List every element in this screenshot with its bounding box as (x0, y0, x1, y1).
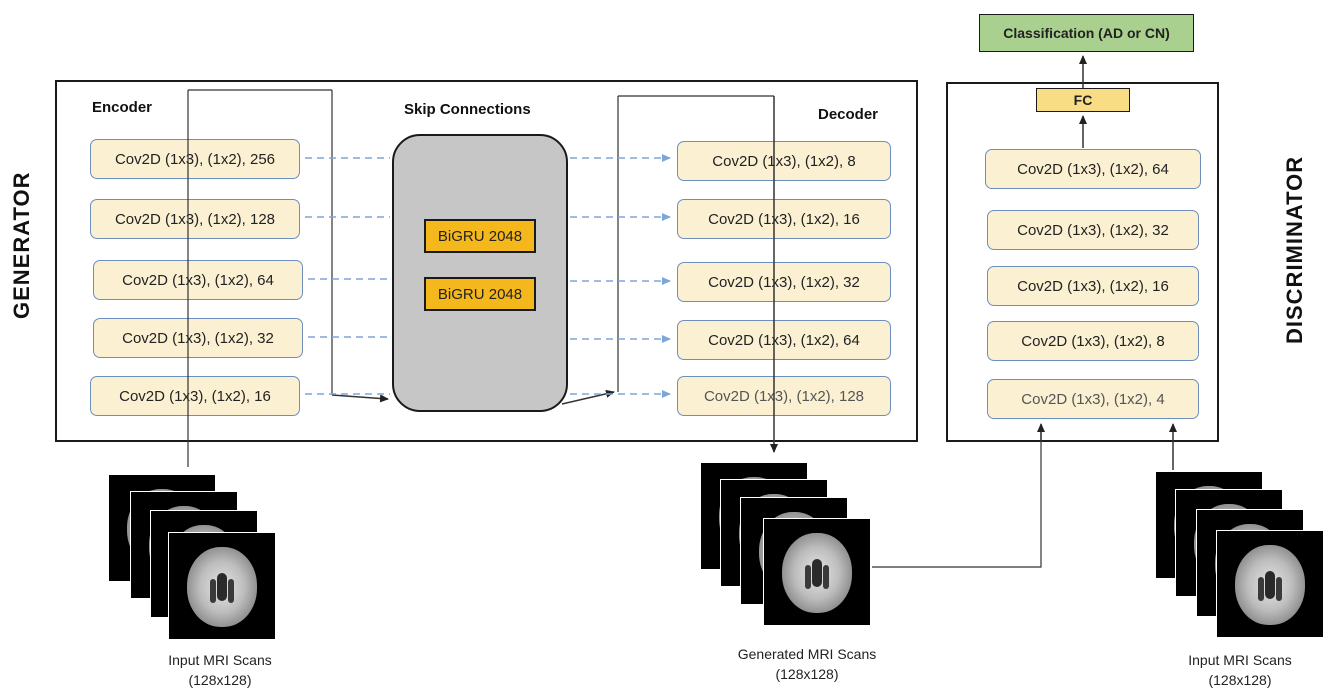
skip-connections-panel (392, 134, 568, 412)
encoder-layer-128: Cov2D (1x3), (1x2), 128 (90, 199, 300, 239)
fc-layer: FC (1036, 88, 1130, 112)
discriminator-layer-32: Cov2D (1x3), (1x2), 32 (987, 210, 1199, 250)
discriminator-layer-16: Cov2D (1x3), (1x2), 16 (987, 266, 1199, 306)
caption-line: Generated MRI Scans (737, 646, 877, 662)
decoder-title: Decoder (818, 106, 879, 123)
encoder-layer-64: Cov2D (1x3), (1x2), 64 (93, 260, 303, 300)
discriminator-layer-4: Cov2D (1x3), (1x2), 4 (987, 379, 1199, 419)
bigru-block-1: BiGRU 2048 (424, 219, 536, 253)
generated-mri-caption: Generated MRI Scans (128x128) (712, 644, 902, 684)
decoder-layer-128: Cov2D (1x3), (1x2), 128 (677, 376, 891, 416)
classification-output: Classification (AD or CN) (979, 14, 1194, 52)
caption-line: (128x128) (1208, 672, 1272, 688)
encoder-title: Encoder (92, 99, 153, 116)
caption-line: (128x128) (188, 672, 252, 688)
decoder-layer-8: Cov2D (1x3), (1x2), 8 (677, 141, 891, 181)
discriminator-layer-8: Cov2D (1x3), (1x2), 8 (987, 321, 1199, 361)
discriminator-layer-64: Cov2D (1x3), (1x2), 64 (985, 149, 1201, 189)
caption-line: (128x128) (775, 666, 839, 682)
decoder-layer-32: Cov2D (1x3), (1x2), 32 (677, 262, 891, 302)
caption-line: Input MRI Scans (1188, 652, 1292, 668)
encoder-layer-256: Cov2D (1x3), (1x2), 256 (90, 139, 300, 179)
mri-slice (1216, 530, 1324, 638)
encoder-layer-32: Cov2D (1x3), (1x2), 32 (93, 318, 303, 358)
bigru-block-2: BiGRU 2048 (424, 277, 536, 311)
skip-connections-title: Skip Connections (404, 101, 531, 118)
input-mri-caption-left: Input MRI Scans (128x128) (130, 650, 310, 690)
mri-slice (168, 532, 276, 640)
decoder-layer-16: Cov2D (1x3), (1x2), 16 (677, 199, 891, 239)
caption-line: Input MRI Scans (168, 652, 272, 668)
mri-slice (763, 518, 871, 626)
encoder-layer-16: Cov2D (1x3), (1x2), 16 (90, 376, 300, 416)
input-mri-caption-right: Input MRI Scans (128x128) (1160, 650, 1320, 690)
decoder-layer-64: Cov2D (1x3), (1x2), 64 (677, 320, 891, 360)
